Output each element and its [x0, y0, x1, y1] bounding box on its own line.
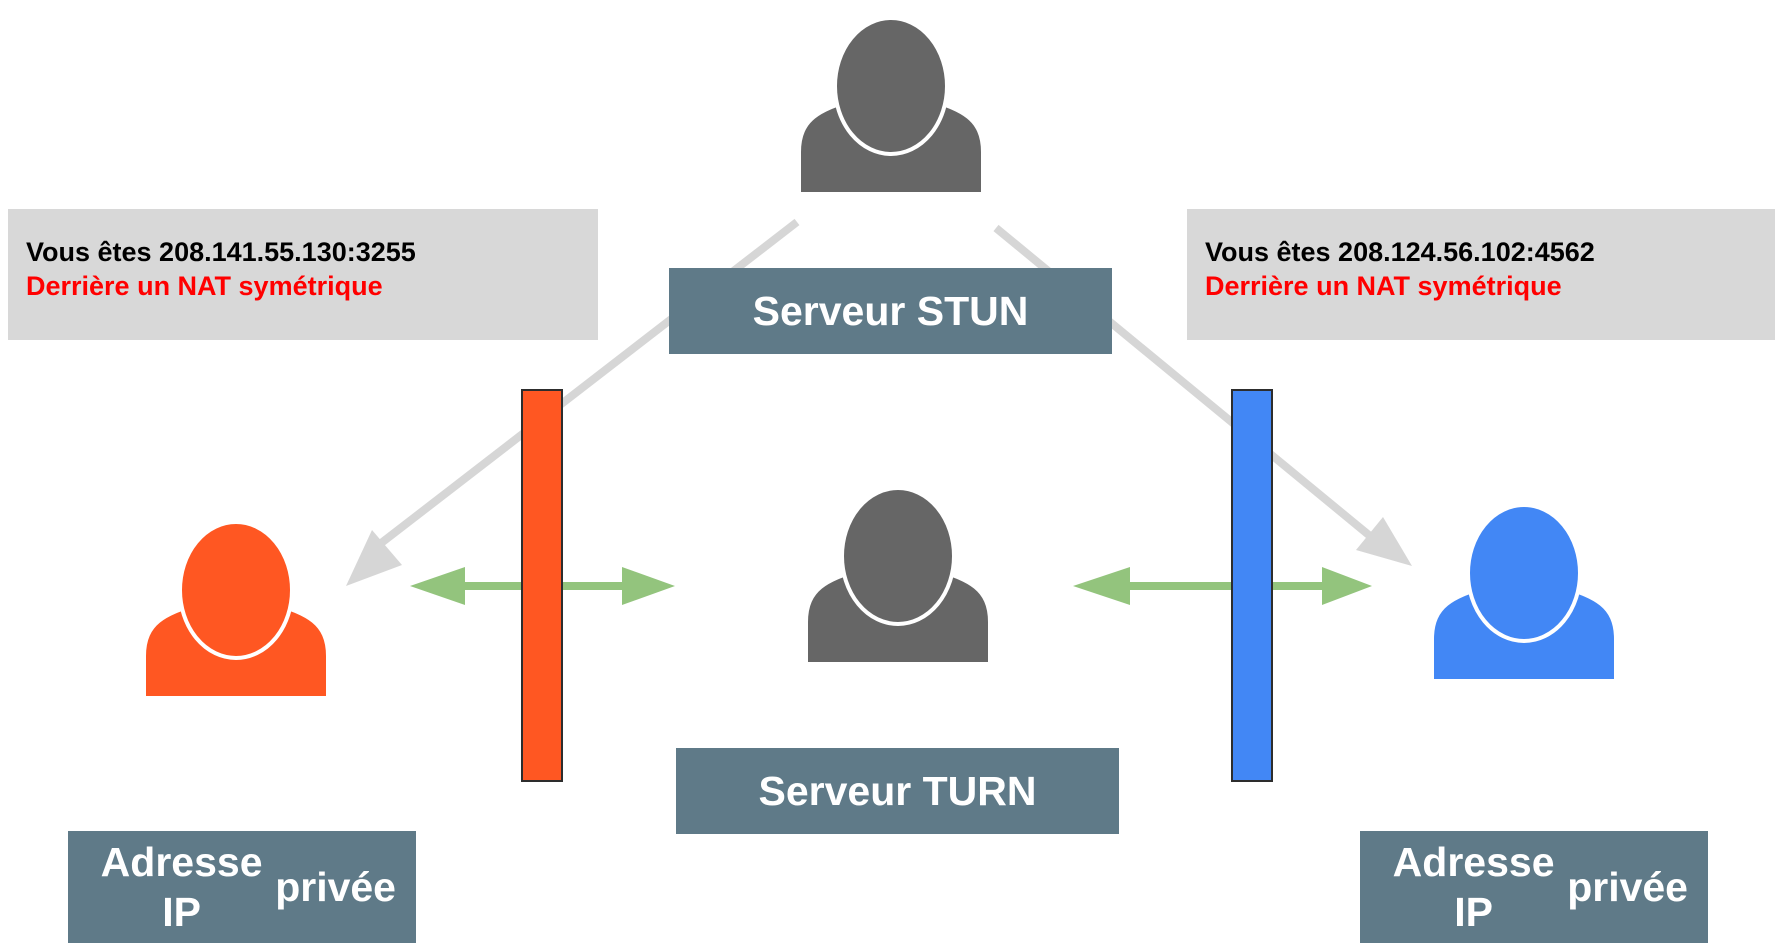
- left-info-box: Vous êtes 208.141.55.130:3255 Derrière u…: [8, 209, 598, 340]
- left-peer-icon: [142, 520, 330, 700]
- left-peer-label-line2: privée: [275, 864, 396, 910]
- relay-arrow-right: [1073, 567, 1372, 605]
- right-info-box: Vous êtes 208.124.56.102:4562 Derrière u…: [1187, 209, 1775, 340]
- right-peer-label-line1: Adresse IP: [1392, 839, 1555, 935]
- turn-server-label: Serveur TURN: [676, 748, 1119, 834]
- stun-server-label: Serveur STUN: [669, 268, 1112, 354]
- right-nat-bar: [1231, 389, 1273, 782]
- turn-server-icon: [804, 486, 992, 666]
- left-nat-type: Derrière un NAT symétrique: [26, 271, 383, 301]
- left-peer-label-line1: Adresse IP: [100, 839, 263, 935]
- right-peer-label: Adresse IP privée: [1360, 831, 1708, 943]
- left-public-address: Vous êtes 208.141.55.130:3255: [26, 237, 416, 267]
- left-nat-bar: [521, 389, 563, 782]
- left-peer-label: Adresse IP privée: [68, 831, 416, 943]
- right-peer-icon: [1430, 503, 1618, 683]
- right-nat-type: Derrière un NAT symétrique: [1205, 271, 1562, 301]
- right-peer-label-line2: privée: [1567, 864, 1688, 910]
- right-public-address: Vous êtes 208.124.56.102:4562: [1205, 237, 1595, 267]
- stun-server-icon: [797, 16, 985, 196]
